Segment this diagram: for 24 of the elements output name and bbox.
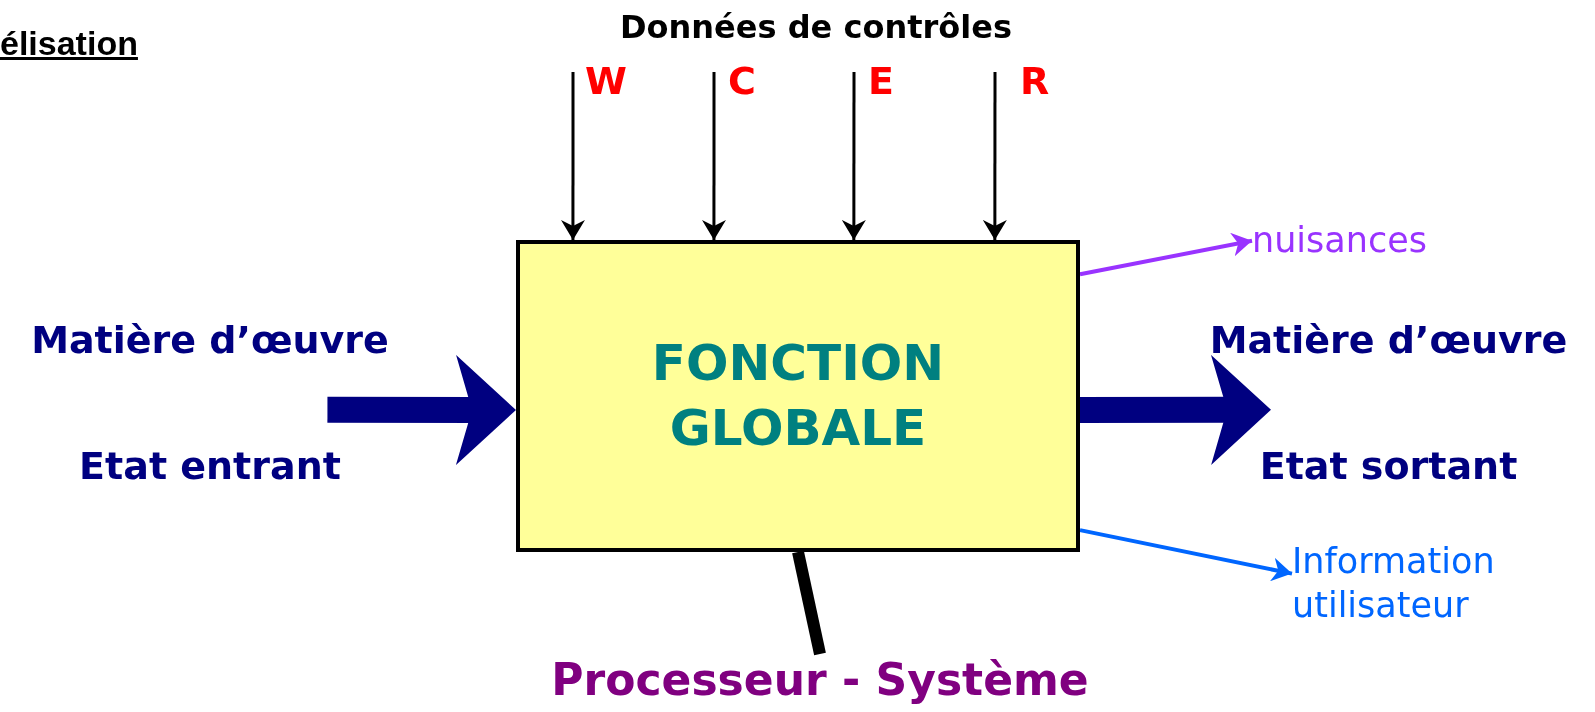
edge-label: W bbox=[585, 62, 627, 100]
flow-label: Matière d’œuvre bbox=[31, 318, 389, 362]
output-label: nuisances bbox=[1252, 220, 1442, 266]
heading: élisation bbox=[0, 24, 138, 63]
connector-line bbox=[792, 550, 826, 656]
arrow bbox=[327, 354, 516, 465]
edge-label: E bbox=[868, 62, 894, 100]
arrow bbox=[841, 72, 866, 240]
arrow bbox=[1080, 354, 1272, 465]
arrow bbox=[1079, 232, 1253, 277]
box-title: FONCTION GLOBALE bbox=[650, 333, 946, 459]
output-label: Information utilisateur bbox=[1292, 540, 1572, 636]
edge-label: R bbox=[1020, 62, 1050, 100]
arrow bbox=[701, 72, 726, 240]
mechanism-label: Processeur - Système bbox=[480, 654, 1160, 710]
arrow bbox=[1079, 528, 1293, 582]
flow-label: Etat sortant bbox=[1259, 444, 1518, 488]
flow-label: Matière d’œuvre bbox=[1209, 318, 1568, 362]
flow-label: Etat entrant bbox=[79, 444, 341, 488]
arrow bbox=[560, 72, 585, 240]
arrow bbox=[982, 72, 1007, 240]
edge-label: C bbox=[728, 62, 756, 100]
function-box bbox=[516, 240, 1080, 552]
control-heading: Données de contrôles bbox=[620, 8, 1012, 46]
